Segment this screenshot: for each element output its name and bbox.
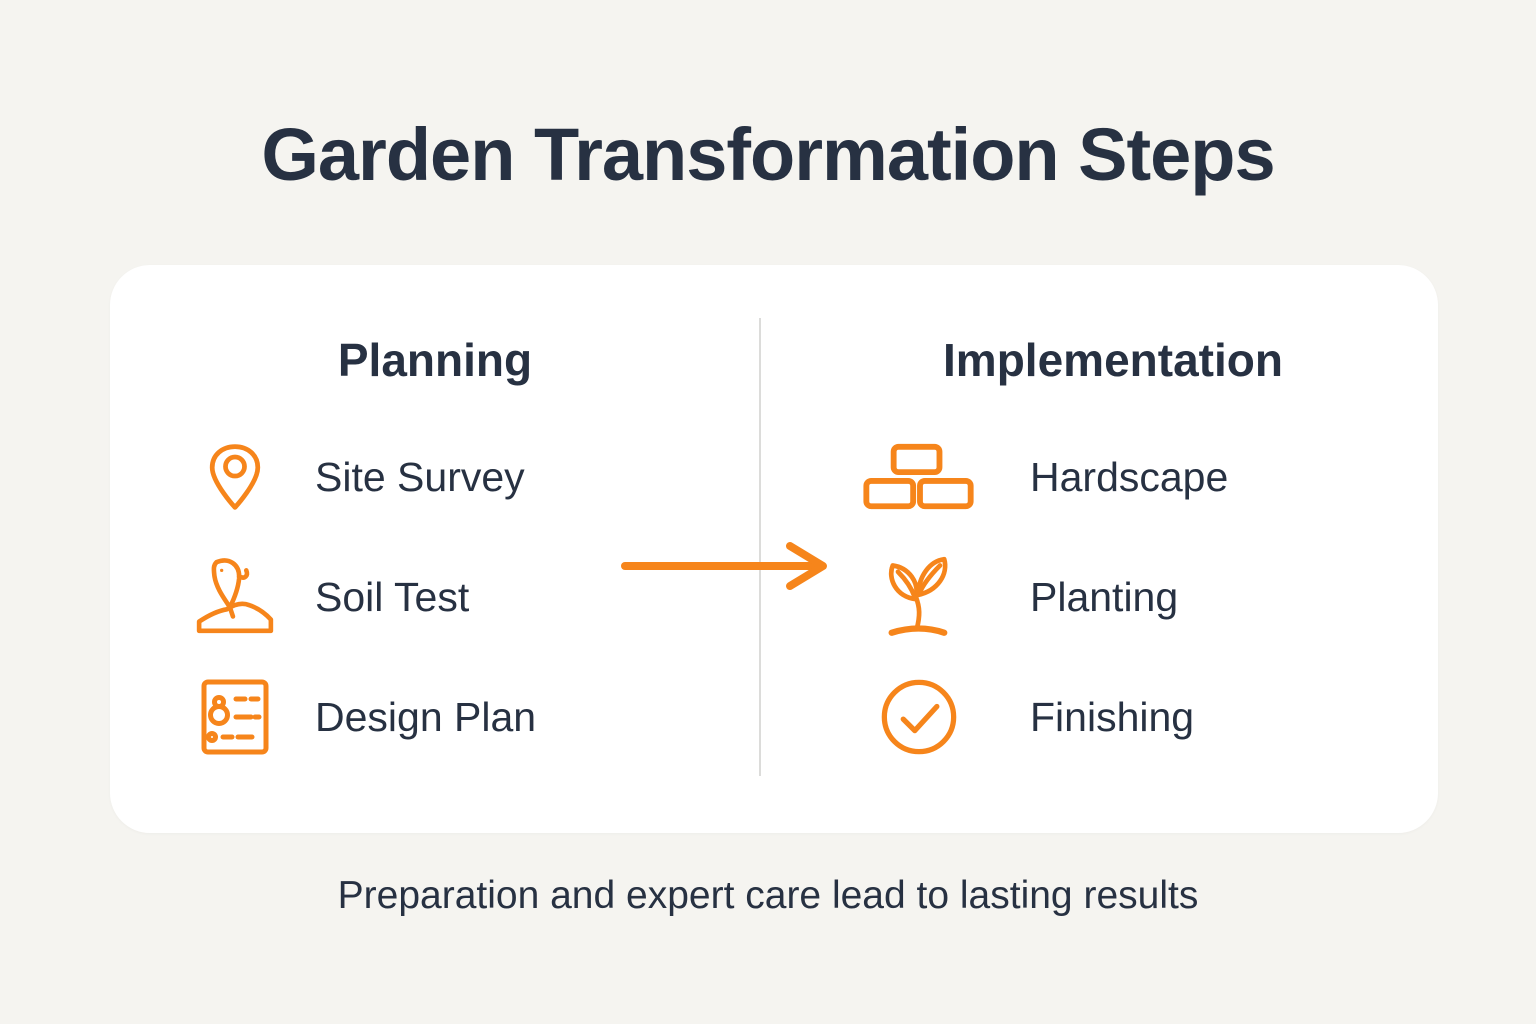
step-label: Design Plan: [315, 693, 537, 740]
page-title: Garden Transformation Steps: [261, 113, 1275, 196]
planning-steps-list: Site Survey Soil Test: [193, 437, 536, 757]
step-item: Hardscape: [858, 437, 1228, 517]
step-label: Finishing: [1030, 693, 1195, 740]
step-label: Planting: [1030, 573, 1179, 620]
step-label: Site Survey: [315, 453, 525, 500]
step-item: Finishing: [858, 677, 1228, 757]
column-divider: [759, 318, 761, 776]
column-header-implementation: Implementation: [943, 334, 1283, 386]
implementation-steps-list: Hardscape Planting: [858, 437, 1228, 757]
caption-text: Preparation and expert care lead to last…: [337, 874, 1199, 917]
trowel-soil-icon: [193, 555, 277, 639]
map-pin-icon: [193, 435, 277, 519]
steps-card: Planning Implementation Site Survey: [110, 265, 1438, 833]
sprout-icon: [858, 555, 980, 639]
step-item: Planting: [858, 555, 1228, 639]
step-label: Hardscape: [1030, 453, 1229, 500]
bricks-icon: [858, 435, 980, 519]
design-plan-icon: [193, 675, 277, 759]
column-header-planning: Planning: [337, 334, 533, 386]
step-label: Soil Test: [315, 573, 470, 620]
check-circle-icon: [858, 675, 980, 759]
step-item: Design Plan: [193, 677, 536, 757]
step-item: Site Survey: [193, 437, 536, 517]
flow-arrow-icon: [620, 536, 832, 596]
step-item: Soil Test: [193, 557, 536, 637]
